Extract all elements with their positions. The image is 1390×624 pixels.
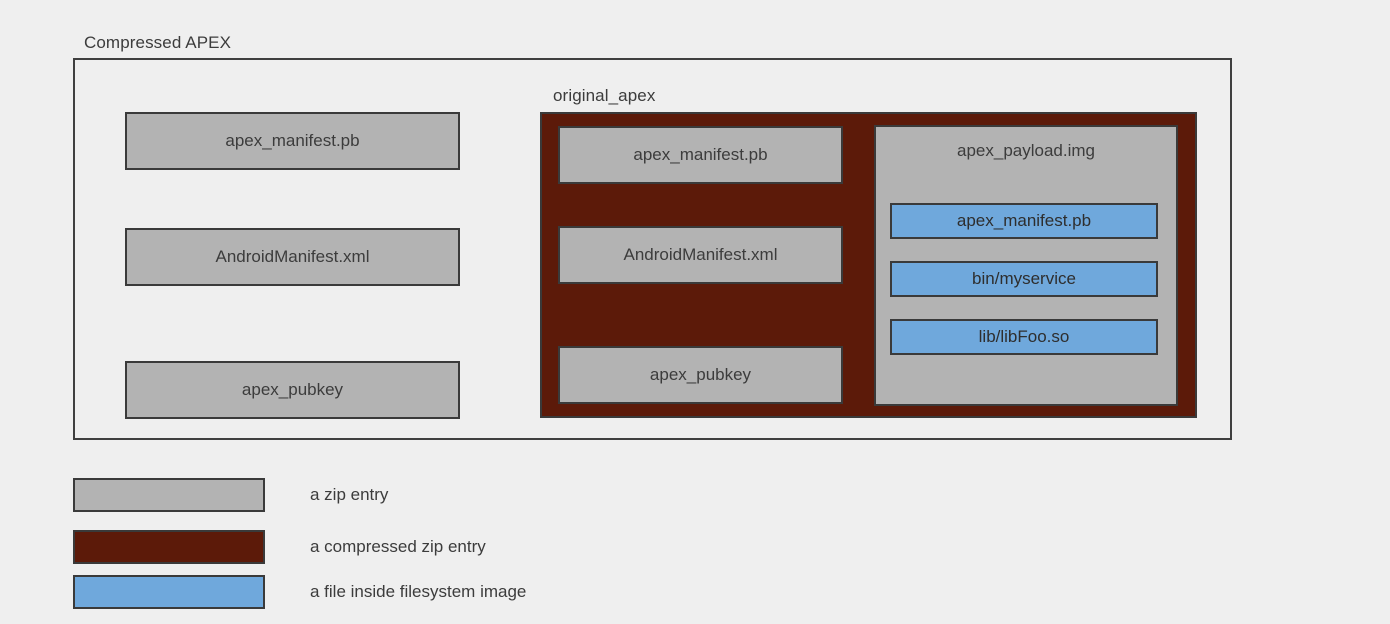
original-apex-label: original_apex: [553, 86, 656, 105]
zip-entry-apex-manifest-inner: apex_manifest.pb: [558, 126, 843, 184]
fs-file-label: lib/libFoo.so: [978, 327, 1070, 346]
legend-swatch-filesystem-file: [73, 575, 265, 609]
legend-swatch-zip-entry: [73, 478, 265, 512]
legend: a zip entry a compressed zip entry a fil…: [73, 478, 773, 618]
zip-entry-apex-pubkey-inner: apex_pubkey: [558, 346, 843, 404]
apex-payload-img-label: apex_payload.img: [957, 141, 1095, 160]
legend-label-filesystem-file: a file inside filesystem image: [310, 582, 527, 601]
zip-entry-android-manifest-outer: AndroidManifest.xml: [125, 228, 460, 286]
fs-file-label: apex_manifest.pb: [956, 211, 1092, 230]
zip-entry-label: AndroidManifest.xml: [623, 245, 778, 264]
fs-file-apex-manifest: apex_manifest.pb: [890, 203, 1158, 239]
zip-entry-apex-manifest-outer: apex_manifest.pb: [125, 112, 460, 170]
legend-item-compressed-zip-entry: a compressed zip entry: [73, 530, 773, 564]
fs-file-lib-libfoo: lib/libFoo.so: [890, 319, 1158, 355]
zip-entry-apex-pubkey-outer: apex_pubkey: [125, 361, 460, 419]
zip-entry-label: apex_pubkey: [649, 365, 752, 384]
fs-file-bin-myservice: bin/myservice: [890, 261, 1158, 297]
zip-entry-label: apex_pubkey: [241, 380, 344, 399]
zip-entry-android-manifest-inner: AndroidManifest.xml: [558, 226, 843, 284]
legend-swatch-compressed-zip-entry: [73, 530, 265, 564]
compressed-apex-label: Compressed APEX: [84, 33, 232, 52]
zip-entry-label: apex_manifest.pb: [225, 131, 360, 150]
legend-label-zip-entry: a zip entry: [310, 485, 389, 504]
fs-file-label: bin/myservice: [972, 269, 1076, 288]
legend-label-compressed-zip-entry: a compressed zip entry: [310, 537, 486, 556]
legend-item-filesystem-file: a file inside filesystem image: [73, 575, 773, 609]
zip-entry-label: AndroidManifest.xml: [215, 247, 370, 266]
legend-item-zip-entry: a zip entry: [73, 478, 773, 512]
zip-entry-label: apex_manifest.pb: [633, 145, 768, 164]
